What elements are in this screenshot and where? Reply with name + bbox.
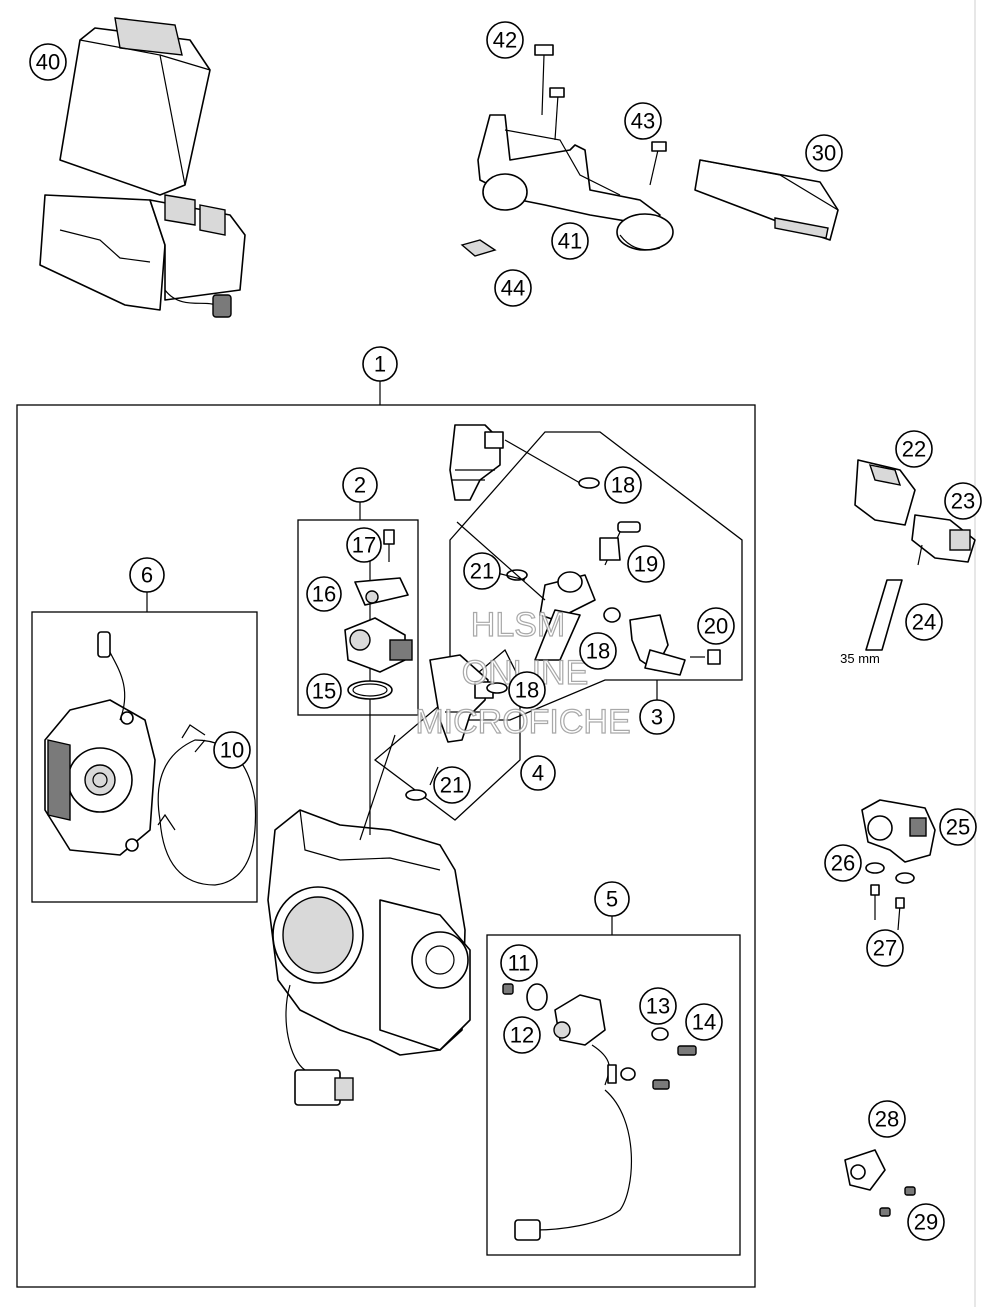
watermark-line-3: MICROFICHE xyxy=(415,703,630,741)
svg-text:14: 14 xyxy=(692,1010,716,1035)
svg-text:2: 2 xyxy=(354,473,366,498)
callout-22: 22 xyxy=(895,430,933,468)
sensor-25-26-27-drawing xyxy=(861,799,936,931)
callout-3: 3 xyxy=(639,699,675,735)
callout-24: 24 xyxy=(905,603,943,641)
watermark: HLSM ONLINE MICROFICHE xyxy=(415,605,632,741)
svg-text:27: 27 xyxy=(873,936,897,961)
callout-40: 40 xyxy=(29,43,67,81)
assembly-1-frame xyxy=(16,404,756,1288)
callout-4: 4 xyxy=(520,755,556,791)
svg-text:21: 21 xyxy=(470,559,494,584)
svg-text:20: 20 xyxy=(704,614,728,639)
callout-1: 1 xyxy=(362,346,398,382)
callout-44: 44 xyxy=(494,269,532,307)
svg-text:30: 30 xyxy=(812,141,836,166)
callout-2: 2 xyxy=(342,467,378,503)
svg-text:4: 4 xyxy=(532,761,544,786)
group-6-frame xyxy=(31,611,258,903)
svg-text:23: 23 xyxy=(951,489,975,514)
callout-27: 27 xyxy=(866,929,904,967)
callout-18-lower: 18 xyxy=(508,671,546,709)
callout-15: 15 xyxy=(306,673,342,709)
svg-text:5: 5 xyxy=(606,887,618,912)
injector-group-drawing xyxy=(405,424,721,801)
svg-text:40: 40 xyxy=(36,50,60,75)
module-30-drawing xyxy=(694,159,839,241)
callout-10: 10 xyxy=(213,731,251,769)
callout-20: 20 xyxy=(697,607,735,645)
callout-30: 30 xyxy=(805,134,843,172)
callout-43: 43 xyxy=(624,102,662,140)
callout-21-upper: 21 xyxy=(463,552,501,590)
ecu-bracket-drawing xyxy=(460,44,674,257)
callout-13: 13 xyxy=(639,987,677,1025)
sensor-group-5-drawing xyxy=(502,983,697,1241)
svg-text:41: 41 xyxy=(558,229,582,254)
svg-text:29: 29 xyxy=(914,1210,938,1235)
svg-text:44: 44 xyxy=(501,276,525,301)
leader-lines xyxy=(429,521,546,786)
group-2-frame xyxy=(297,519,419,716)
callout-21-lower: 21 xyxy=(433,766,471,804)
callout-5: 5 xyxy=(594,881,630,917)
callout-41: 41 xyxy=(551,222,589,260)
svg-text:12: 12 xyxy=(510,1023,534,1048)
callout-16: 16 xyxy=(306,576,342,612)
svg-text:43: 43 xyxy=(631,109,655,134)
sensor-group-6-drawing xyxy=(44,631,257,886)
sensor-28-29-drawing xyxy=(844,1149,916,1217)
svg-text:13: 13 xyxy=(646,994,670,1019)
group-4-frame xyxy=(373,648,521,821)
svg-text:28: 28 xyxy=(875,1107,899,1132)
svg-text:10: 10 xyxy=(220,738,244,763)
svg-text:42: 42 xyxy=(493,28,517,53)
svg-text:6: 6 xyxy=(141,563,153,588)
svg-text:3: 3 xyxy=(651,705,663,730)
callout-25: 25 xyxy=(939,808,977,846)
callout-26: 26 xyxy=(824,844,862,882)
svg-text:25: 25 xyxy=(946,815,970,840)
callout-14: 14 xyxy=(685,1003,723,1041)
svg-text:15: 15 xyxy=(312,679,336,704)
svg-text:17: 17 xyxy=(352,533,376,558)
svg-text:22: 22 xyxy=(902,437,926,462)
callout-12: 12 xyxy=(503,1016,541,1054)
svg-text:21: 21 xyxy=(440,773,464,798)
watermark-line-1: HLSM xyxy=(471,606,565,644)
group-5-frame xyxy=(486,934,741,1256)
svg-text:18: 18 xyxy=(515,678,539,703)
callout-42: 42 xyxy=(486,21,524,59)
svg-text:11: 11 xyxy=(508,951,531,976)
callout-17: 17 xyxy=(346,527,382,563)
svg-text:19: 19 xyxy=(634,552,658,577)
svg-text:26: 26 xyxy=(831,851,855,876)
svg-text:18: 18 xyxy=(611,473,635,498)
callout-28: 28 xyxy=(868,1100,906,1138)
callout-18-top: 18 xyxy=(604,466,642,504)
sensor-22-23-24-drawing xyxy=(854,459,976,651)
svg-text:18: 18 xyxy=(586,639,610,664)
svg-text:24: 24 xyxy=(912,610,936,635)
callout-23: 23 xyxy=(944,482,982,520)
callout-6: 6 xyxy=(129,557,165,593)
ecu-unit-drawing xyxy=(39,17,246,318)
callout-11: 11 xyxy=(500,944,538,982)
group-3-frame xyxy=(449,431,743,721)
svg-text:16: 16 xyxy=(312,582,336,607)
callout-18-middle: 18 xyxy=(579,632,617,670)
sensor-group-2-drawing xyxy=(344,529,413,700)
callout-19: 19 xyxy=(627,545,665,583)
svg-text:1: 1 xyxy=(374,352,386,377)
callout-29: 29 xyxy=(907,1203,945,1241)
throttle-body-drawing xyxy=(267,545,471,1106)
dimension-label-35mm: 35 mm xyxy=(840,651,880,666)
